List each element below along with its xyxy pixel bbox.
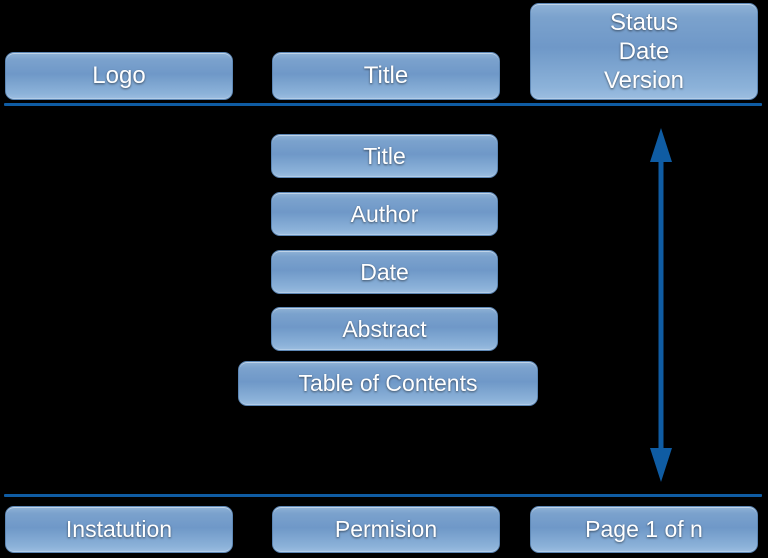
- footer-permission-box[interactable]: Permision: [272, 506, 500, 553]
- header-status-box[interactable]: Status Date Version: [530, 3, 758, 100]
- body-date-label: Date: [360, 258, 409, 285]
- body-abstract-box[interactable]: Abstract: [271, 307, 498, 351]
- footer-institution-box[interactable]: Instatution: [5, 506, 233, 553]
- footer-permission-label: Permision: [334, 516, 438, 543]
- body-table-of-contents-label: Table of Contents: [298, 370, 478, 397]
- content-height-arrow: [645, 128, 677, 482]
- header-title-label: Title: [363, 62, 409, 90]
- body-title-box[interactable]: Title: [271, 134, 498, 178]
- double-headed-arrow-icon: [650, 128, 672, 482]
- footer-page-number-box[interactable]: Page 1 of n: [530, 506, 758, 553]
- footer-institution-label: Instatution: [65, 516, 173, 543]
- body-table-of-contents-box[interactable]: Table of Contents: [238, 361, 538, 406]
- body-author-box[interactable]: Author: [271, 192, 498, 236]
- footer-page-number-label: Page 1 of n: [585, 516, 703, 543]
- header-status-label: Status: [609, 8, 679, 36]
- body-title-label: Title: [363, 142, 406, 169]
- header-logo-box[interactable]: Logo: [5, 52, 233, 100]
- body-abstract-label: Abstract: [342, 315, 427, 342]
- body-date-box[interactable]: Date: [271, 250, 498, 294]
- header-divider-rule: [4, 103, 762, 106]
- body-author-label: Author: [350, 200, 419, 227]
- header-date-label: Date: [618, 37, 670, 65]
- header-title-box[interactable]: Title: [272, 52, 500, 100]
- header-logo-label: Logo: [92, 62, 146, 90]
- footer-divider-rule: [4, 494, 762, 497]
- header-version-label: Version: [603, 67, 685, 95]
